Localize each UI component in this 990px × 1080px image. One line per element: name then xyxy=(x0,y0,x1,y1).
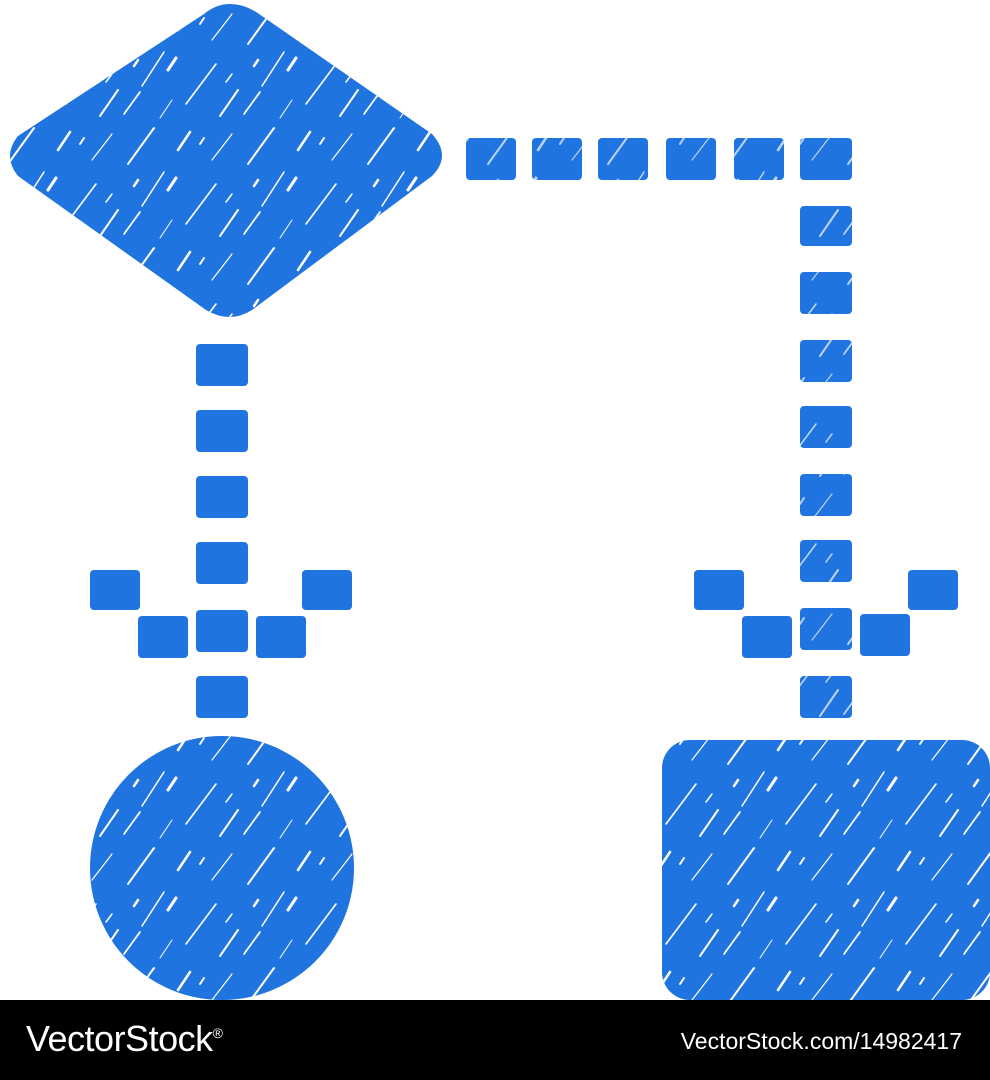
watermark-bar: VectorStock® VectorStock.com/14982417 xyxy=(0,1000,990,1080)
process-rectangle-shape xyxy=(662,740,990,1000)
connector-left xyxy=(196,344,248,584)
watermark-image-id: VectorStock.com/14982417 xyxy=(680,1028,962,1054)
flowchart-icon xyxy=(10,4,990,1000)
arrow-down-left xyxy=(90,570,352,718)
watermark-brand: VectorStock xyxy=(26,1018,213,1059)
watermark-logo: VectorStock® xyxy=(26,1018,223,1060)
decision-diamond-shape xyxy=(10,4,442,317)
terminal-circle-shape xyxy=(90,736,354,1000)
registered-mark: ® xyxy=(212,1025,223,1041)
connector-texture xyxy=(466,138,852,718)
